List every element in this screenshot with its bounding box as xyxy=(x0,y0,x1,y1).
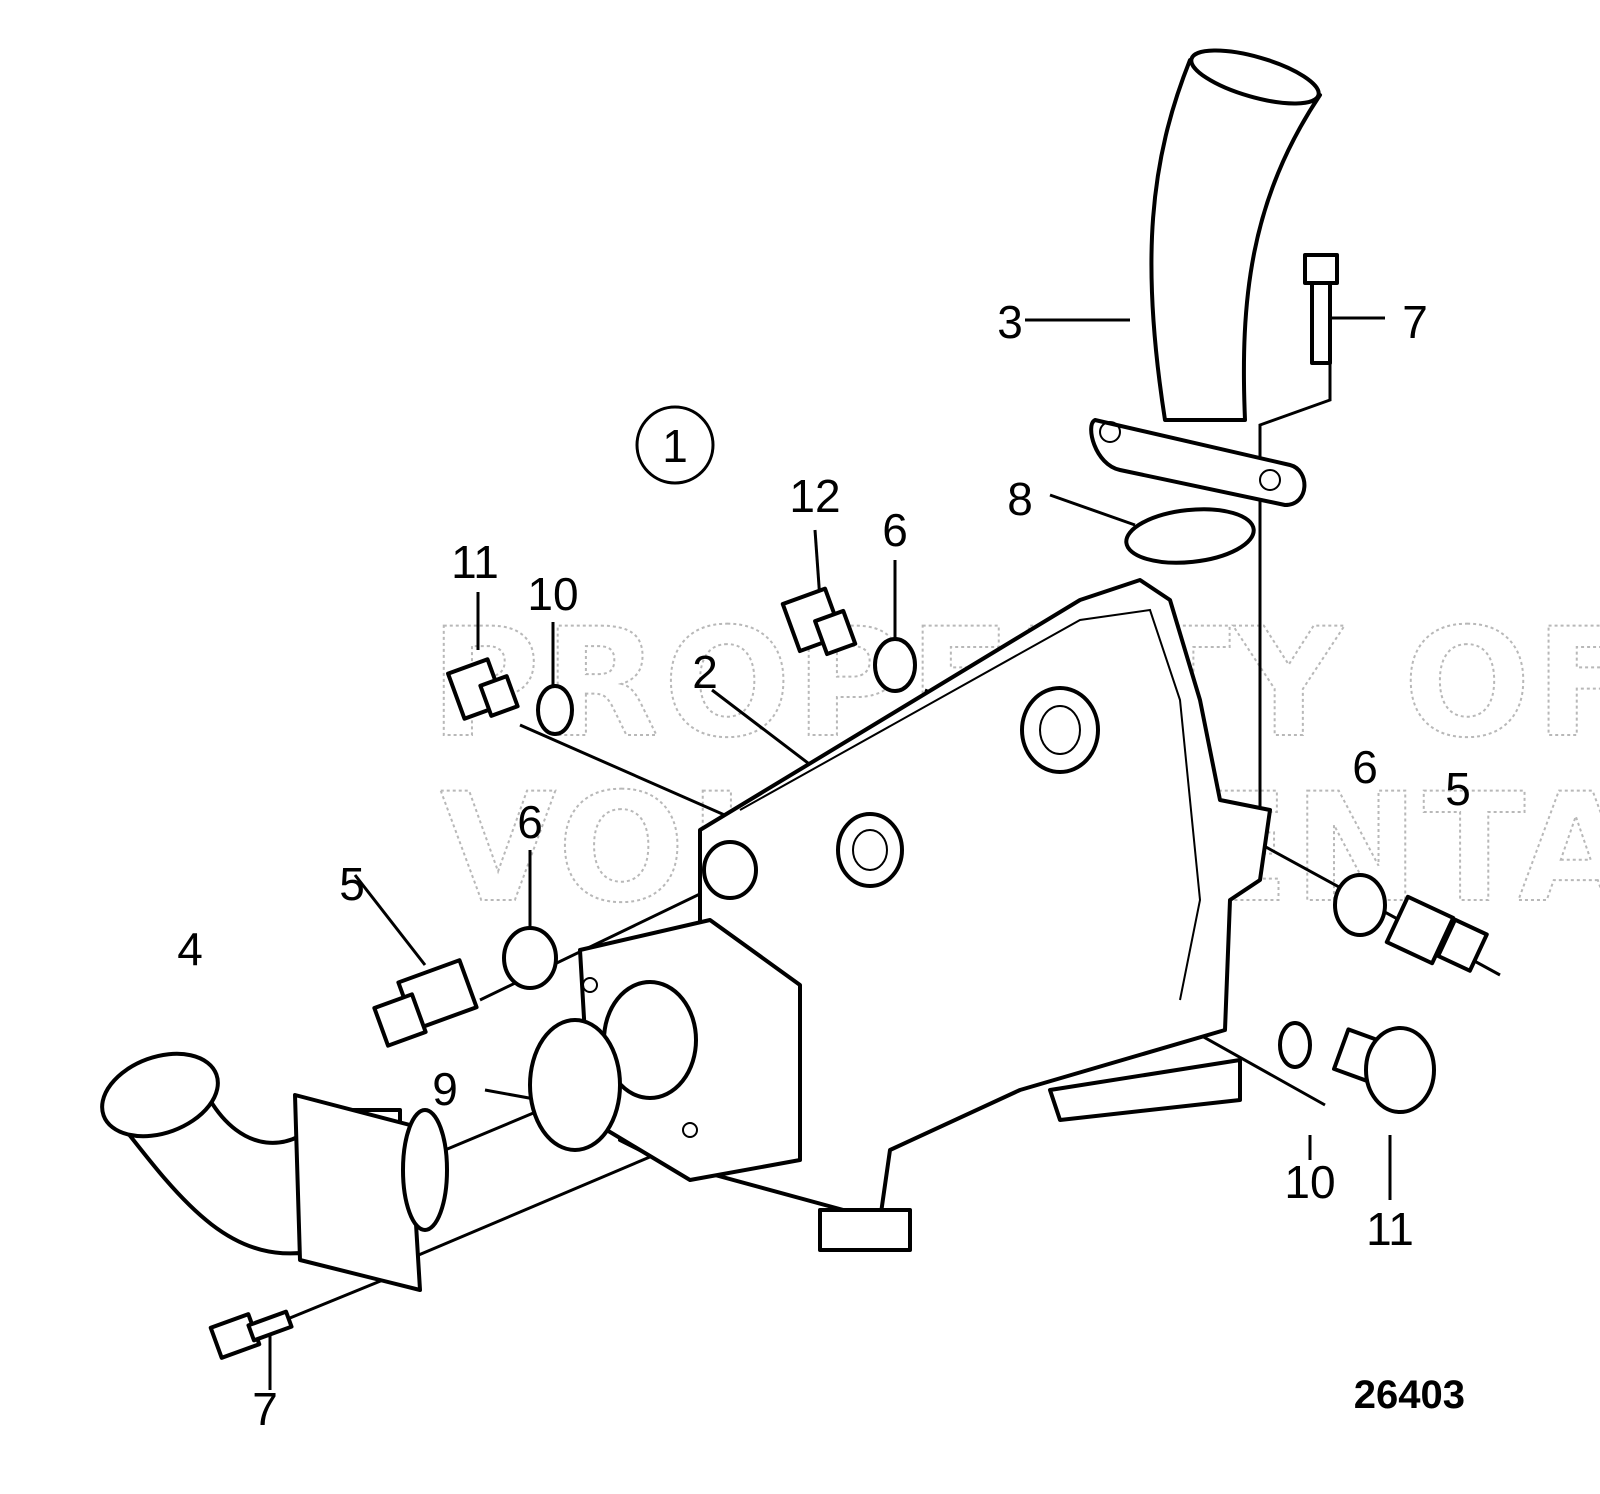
callout-7-upper: 7 xyxy=(1402,296,1428,348)
callout-8: 8 xyxy=(1007,473,1033,525)
plug-left xyxy=(372,958,479,1048)
end-cover xyxy=(578,918,802,1182)
callout-6-right: 6 xyxy=(1352,741,1378,793)
callout-10-lower: 10 xyxy=(1284,1156,1335,1208)
group-label: 1 xyxy=(662,420,688,472)
o-ring-8 xyxy=(1124,507,1256,565)
callout-2: 2 xyxy=(692,646,718,698)
callout-5-left: 5 xyxy=(339,858,365,910)
drawing-number: 26403 xyxy=(1354,1373,1465,1417)
plug-lower-right xyxy=(1332,1026,1436,1114)
washer-left xyxy=(502,926,558,990)
plug-top xyxy=(780,586,858,657)
group-circle xyxy=(635,405,715,485)
callout-6-left: 6 xyxy=(517,796,543,848)
bolt-lower xyxy=(208,1309,294,1360)
callout-6-top: 6 xyxy=(882,504,908,556)
callout-10-top: 10 xyxy=(527,568,578,620)
washer-right xyxy=(1333,873,1387,937)
callout-11-top: 11 xyxy=(451,536,499,588)
washer-top xyxy=(873,637,917,693)
o-ring-top-left xyxy=(536,684,574,736)
callout-11-lower: 11 xyxy=(1366,1203,1414,1255)
plug-top-left xyxy=(446,657,520,721)
callout-5-right: 5 xyxy=(1445,763,1471,815)
callouts: 3 7 8 12 6 11 10 2 6 5 4 9 6 5 10 11 7 xyxy=(177,296,1471,1435)
callout-9: 9 xyxy=(432,1063,458,1115)
plug-right xyxy=(1384,894,1489,973)
callout-4: 4 xyxy=(177,923,203,975)
upper-pipe xyxy=(1089,48,1322,507)
o-ring-lower-right xyxy=(1278,1021,1312,1069)
o-ring-9 xyxy=(528,1018,622,1152)
elbow-pipe xyxy=(100,1051,449,1292)
callout-12: 12 xyxy=(789,470,840,522)
bolt-upper xyxy=(1303,253,1339,365)
callout-7-lower: 7 xyxy=(252,1383,278,1435)
callout-3: 3 xyxy=(997,296,1023,348)
